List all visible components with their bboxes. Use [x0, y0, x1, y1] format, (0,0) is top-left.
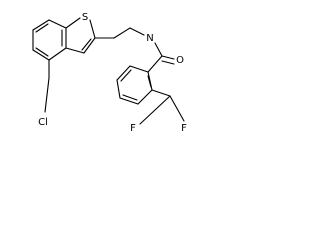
bond-ch2b-n — [129, 27, 145, 36]
bond-n-carbonyl — [154, 42, 163, 57]
chlorine-atom-label: Cl — [38, 117, 48, 128]
bond-s-c7a — [65, 17, 81, 29]
bond-ring2-d-inner — [122, 94, 138, 101]
bond-ring2-c — [116, 79, 121, 99]
bond-c-f1 — [139, 95, 171, 125]
chemical-structure-diagram: S N O Cl F F — [32, 12, 187, 134]
bond-c-f2 — [169, 95, 185, 122]
bond-c5-c4 — [32, 49, 50, 61]
fluorine-atom-label-2: F — [181, 123, 187, 134]
bond-ring2-a — [129, 65, 149, 73]
bond-s-c2 — [89, 19, 96, 39]
bond-ch2a-ch2b — [113, 27, 131, 39]
bond-carbonyl-o — [161, 55, 175, 60]
bond-c3-c3a — [65, 47, 85, 54]
bond-ring-chf2 — [151, 89, 171, 97]
bond-c4-c3a — [48, 47, 67, 61]
bond-ring2-d — [119, 97, 139, 105]
sulfur-atom-label: S — [82, 12, 88, 23]
bond-ring2-b — [116, 65, 131, 81]
bond-c7-c6 — [32, 19, 50, 31]
bond-c7a-c7 — [48, 19, 67, 29]
oxygen-atom-label: O — [176, 55, 184, 66]
bond-carbonyl-ring — [147, 55, 163, 73]
bond-c2-c3-inner — [81, 38, 92, 51]
nitrogen-atom-label: N — [146, 33, 153, 44]
bond-set — [32, 17, 185, 125]
bond-carbonyl-o-double — [161, 60, 175, 65]
bond-c7-c6-inner — [35, 23, 49, 33]
bond-c2-c3 — [83, 37, 96, 54]
fluorine-atom-label-1: F — [130, 123, 136, 134]
bond-c-cl — [44, 77, 50, 113]
bond-ring2-e — [137, 89, 153, 105]
bond-ring2-f-inner — [147, 75, 152, 88]
bond-ring2-b-inner — [120, 69, 132, 82]
bond-c5-c4-inner — [35, 47, 49, 57]
